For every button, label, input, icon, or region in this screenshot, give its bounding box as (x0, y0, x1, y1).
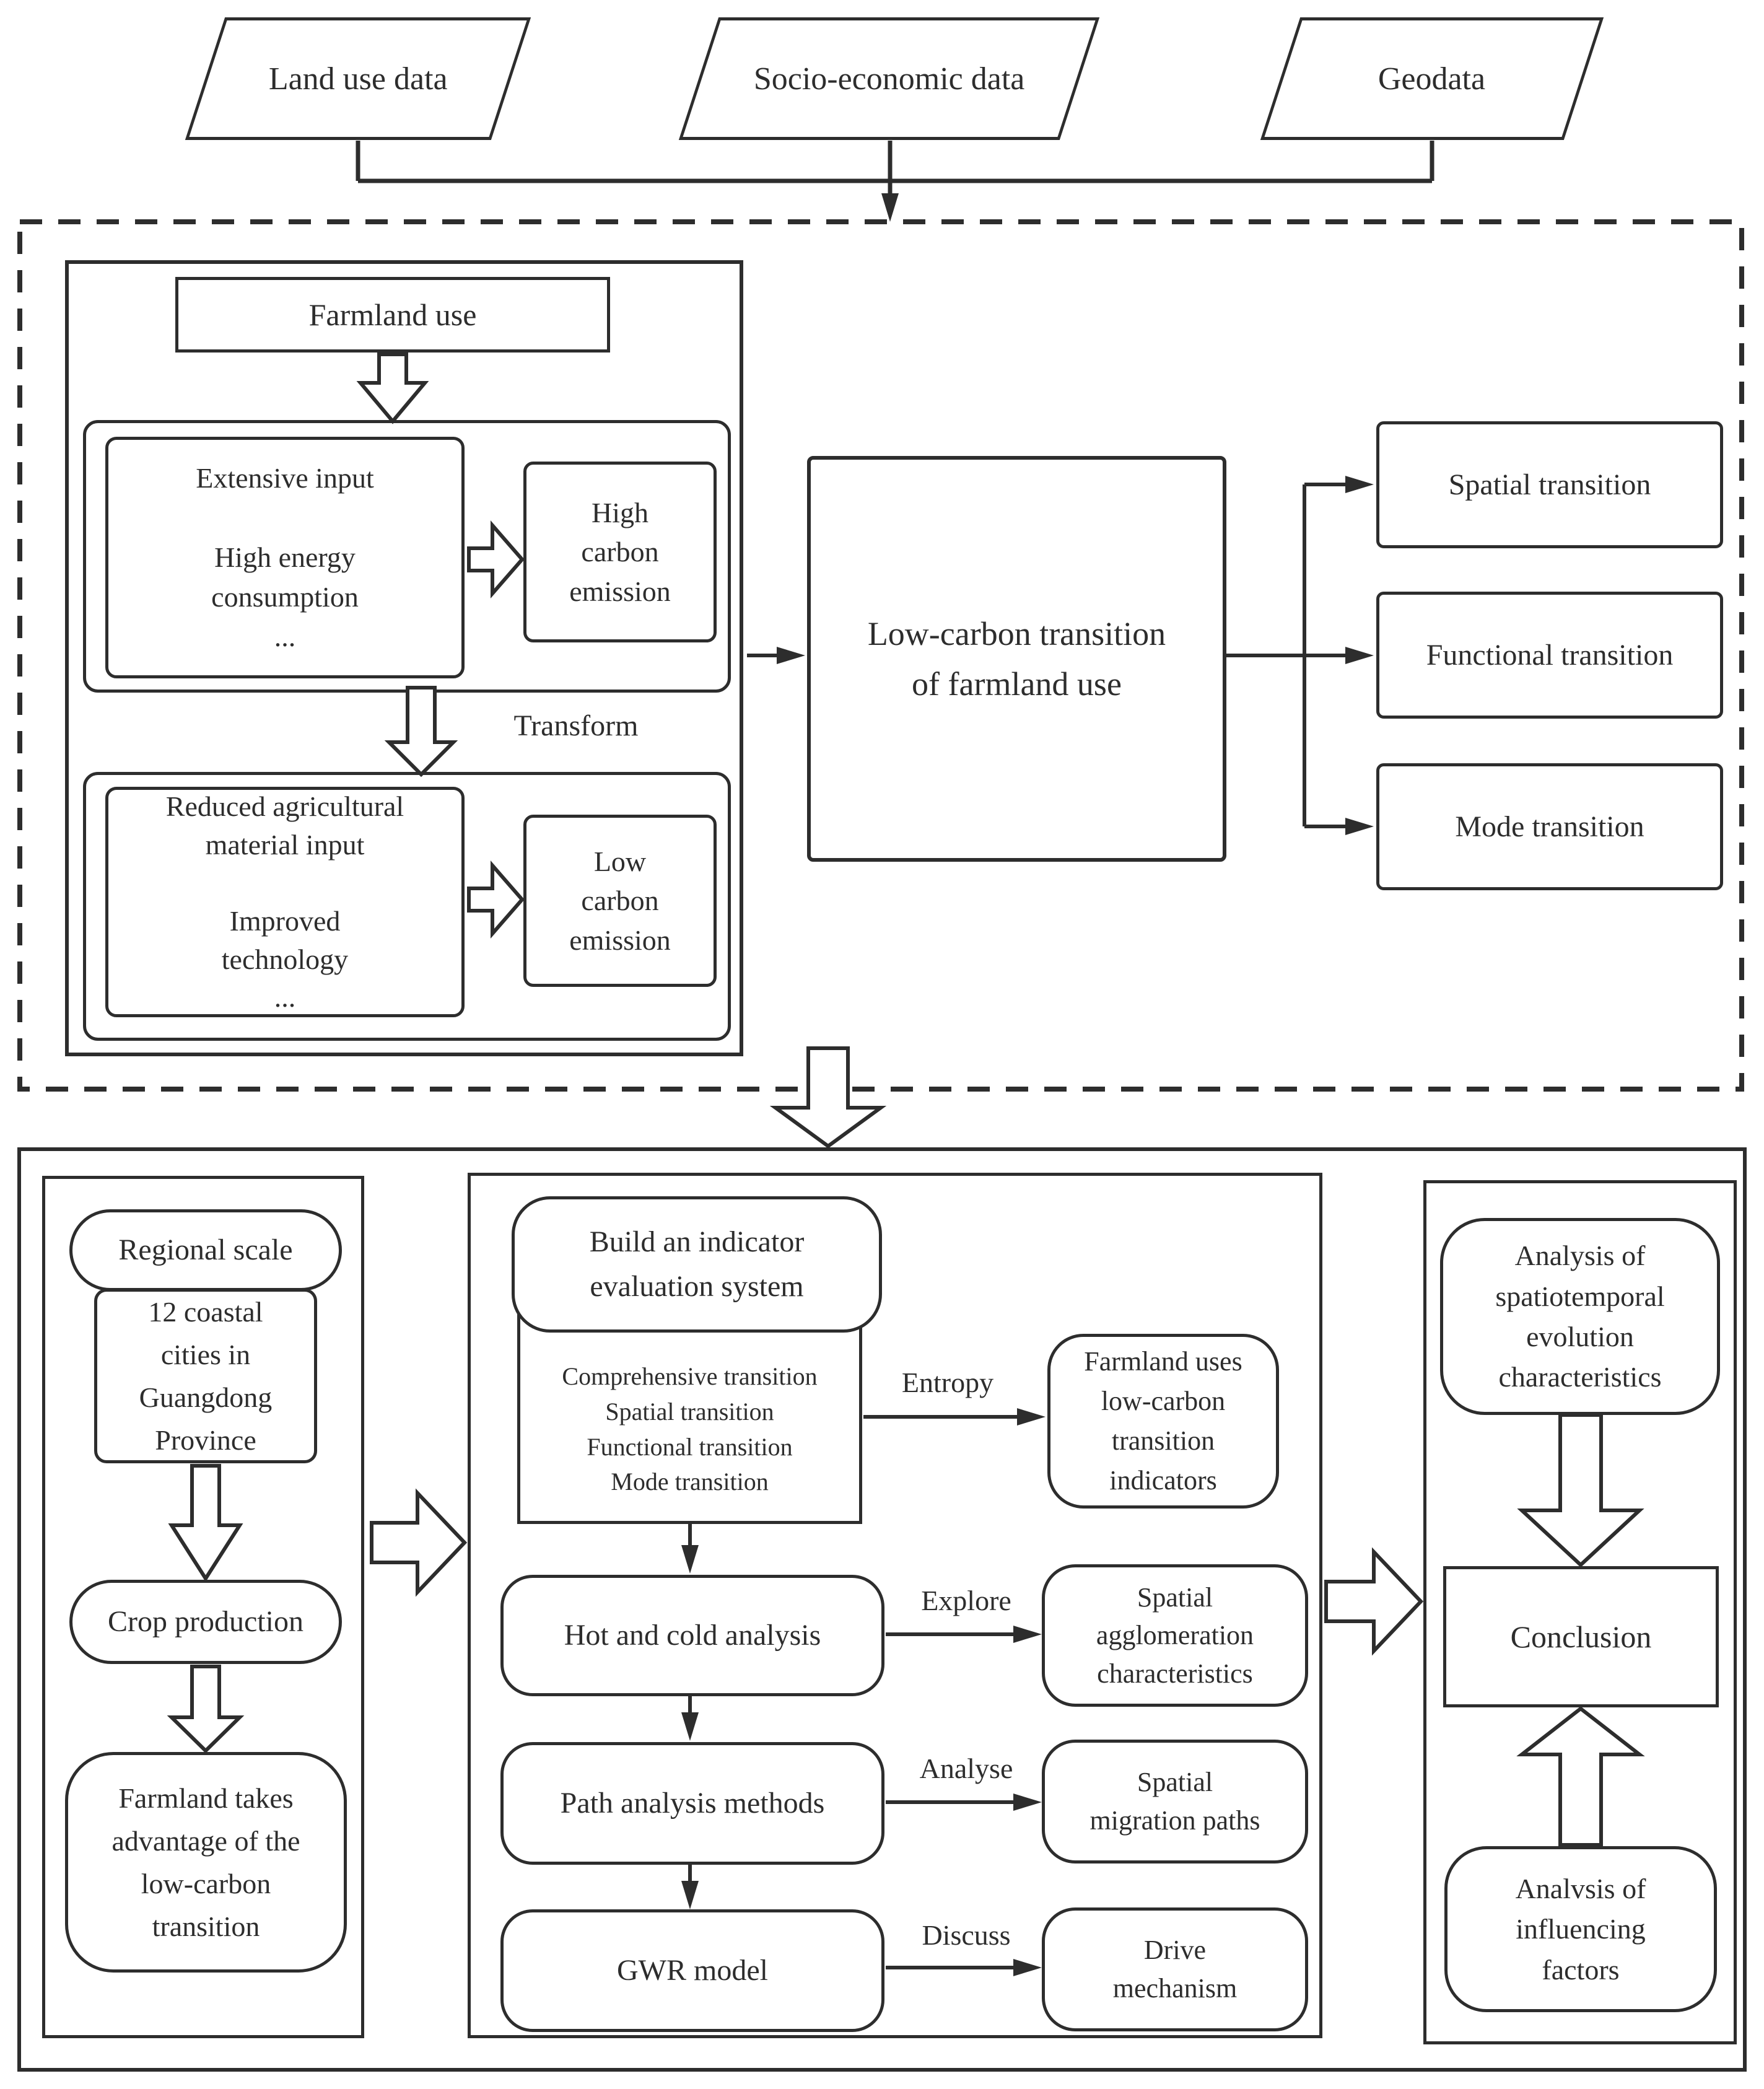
entropy-label: Entropy (901, 1367, 994, 1399)
parallelogram-land-use-data: Land use data (185, 17, 531, 140)
low-carbon-emission-box: Low carbon emission (523, 815, 717, 987)
crop-production-pill: Crop production (69, 1580, 342, 1664)
farmland-uses-indicators-pill: Farmland uses low-carbon transition indi… (1047, 1334, 1279, 1509)
gwr-model-pill: GWR model (500, 1909, 884, 2032)
spatial-agglomeration-pill: Spatial agglomeration characteristics (1042, 1564, 1308, 1707)
parallelogram-socio-economic-data: Socio-economic data (678, 17, 1100, 140)
influencing-factors-pill: Analvsis of influencing factors (1444, 1846, 1717, 2012)
methods-container (468, 1173, 1322, 2038)
socio-economic-data-label: Socio-economic data (753, 61, 1025, 97)
mode-transition-box: Mode transition (1376, 763, 1723, 890)
coastal-cities-box: 12 coastal cities in Guangdong Province (94, 1289, 317, 1463)
farmland-use-box: Farmland use (175, 277, 610, 353)
geodata-label: Geodata (1378, 61, 1486, 97)
farmland-advantage-box: Farmland takes advantage of the low-carb… (65, 1752, 347, 1973)
build-indicator-pill: Build an indicator evaluation system (512, 1196, 882, 1333)
analyse-label: Analyse (919, 1753, 1013, 1785)
indicator-list-box: Comprehensive transition Spatial transit… (517, 1301, 862, 1524)
spatial-migration-pill: Spatial migration paths (1042, 1740, 1308, 1863)
transform-label: Transform (513, 709, 639, 742)
bottom-outer-container (17, 1147, 1747, 2072)
low-carbon-transition-box: Low-carbon transition of farmland use (807, 456, 1226, 862)
conclusion-box: Conclusion (1443, 1566, 1719, 1707)
explore-label: Explore (921, 1585, 1011, 1617)
drive-mechanism-pill: Drive mechanism (1042, 1907, 1308, 2031)
discuss-label: Discuss (922, 1919, 1011, 1951)
spatiotemporal-analysis-pill: Analysis of spatiotemporal evolution cha… (1440, 1218, 1720, 1415)
regional-scale-pill: Regional scale (69, 1209, 342, 1291)
functional-transition-box: Functional transition (1376, 592, 1723, 719)
results-container (1423, 1180, 1737, 2044)
study-area-container (42, 1176, 364, 2038)
reduced-input-box: Reduced agricultural material input Impr… (105, 787, 465, 1017)
hot-cold-analysis-pill: Hot and cold analysis (500, 1575, 884, 1696)
land-use-data-label: Land use data (268, 61, 448, 97)
path-analysis-pill: Path analysis methods (500, 1742, 884, 1865)
high-carbon-emission-box: High carbon emission (523, 462, 717, 642)
spatial-transition-box: Spatial transition (1376, 421, 1723, 548)
parallelogram-geodata: Geodata (1260, 17, 1604, 140)
extensive-input-box: Extensive input High energy consumption … (105, 437, 465, 678)
